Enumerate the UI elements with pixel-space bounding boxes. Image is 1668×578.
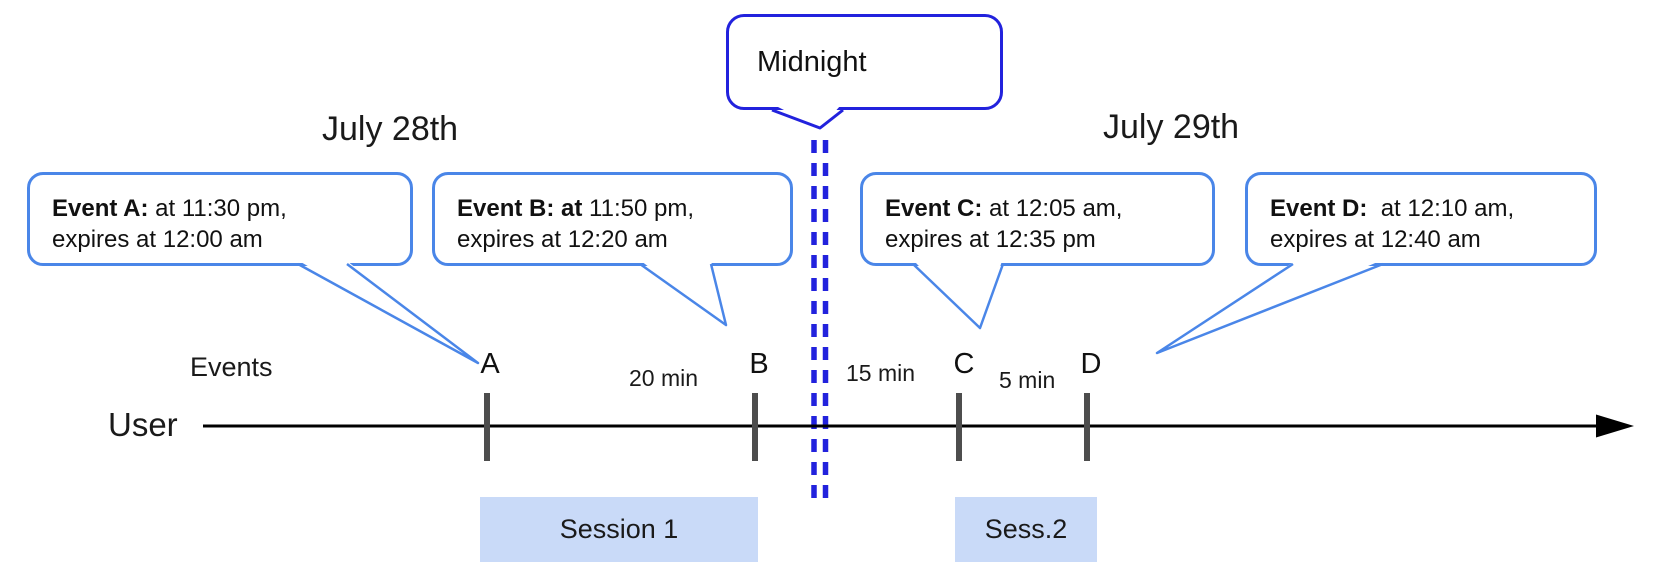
event-d-callout: Event D: at 12:10 am, expires at 12:40 a… (1245, 172, 1597, 266)
event-b-line2: expires at 12:20 am (457, 226, 668, 253)
tick-label-d: D (1080, 348, 1102, 380)
session-2-box: Sess.2 (955, 497, 1097, 562)
midnight-dashed-divider (811, 140, 829, 505)
tick-label-c: C (953, 348, 975, 380)
event-d-line1: Event D: at 12:10 am, (1270, 195, 1515, 222)
date-label-july-29: July 29th (1103, 108, 1240, 146)
event-c-line1: Event C: at 12:05 am, (885, 195, 1123, 222)
midnight-callout-label: Midnight (757, 45, 867, 78)
date-label-july-28: July 28th (322, 110, 459, 148)
event-c-callout: Event C: at 12:05 am, expires at 12:35 p… (860, 172, 1215, 266)
user-timeline-arrow (203, 414, 1634, 438)
event-c-line2: expires at 12:35 pm (885, 226, 1096, 253)
event-c-callout-tail (912, 261, 1005, 330)
gap-duration-c-d: 5 min (999, 367, 1056, 393)
gap-duration-b-c: 15 min (846, 360, 916, 386)
tick-label-a: A (480, 348, 500, 380)
event-a-callout: Event A: at 11:30 pm, expires at 12:00 a… (27, 172, 413, 266)
session-1-box: Session 1 (480, 497, 758, 562)
tick-label-b: B (749, 348, 769, 380)
user-axis-label: User (108, 406, 178, 443)
midnight-callout: Midnight (726, 14, 1003, 110)
event-a-callout-tail (297, 261, 480, 365)
event-d-callout-tail (1155, 261, 1384, 355)
event-d-line2: expires at 12:40 am (1270, 226, 1481, 253)
event-b-line1: Event B: at 11:50 pm, (457, 195, 694, 222)
session-1-label: Session 1 (559, 514, 679, 544)
events-axis-label: Events (190, 352, 273, 382)
gap-duration-a-b: 20 min (629, 365, 699, 391)
event-b-callout-tail (639, 261, 728, 327)
event-a-line1: Event A: at 11:30 pm, (52, 195, 287, 222)
event-a-line2: expires at 12:00 am (52, 226, 263, 253)
session-2-label: Sess.2 (984, 514, 1068, 544)
event-b-callout: Event B: at 11:50 pm, expires at 12:20 a… (432, 172, 793, 266)
